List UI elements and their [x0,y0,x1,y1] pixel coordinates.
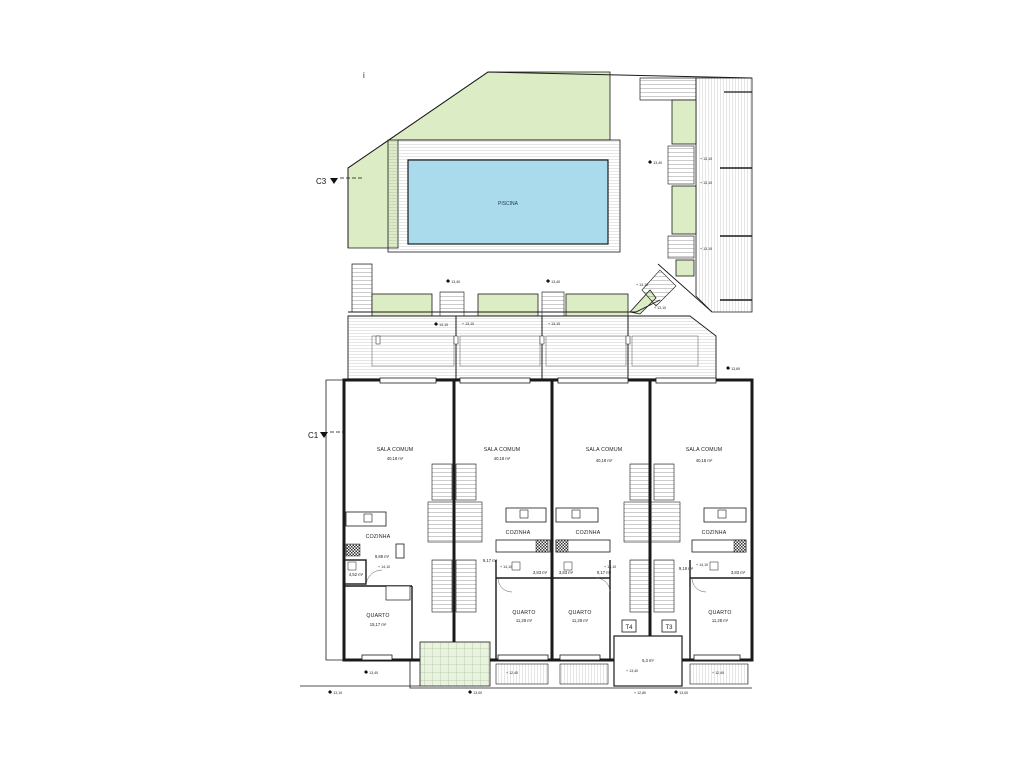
planter [477,293,539,317]
room-area: 3,83 m² [559,570,574,575]
top-stair [639,77,697,101]
front-patio [419,641,491,687]
level-label: + 13,60 [728,367,740,371]
level-label: + 13,10 [462,322,474,326]
level-markers [328,160,730,694]
room-label: COZINHA [702,530,727,536]
planter [371,293,433,317]
side-stair [667,235,695,259]
planter [675,259,695,277]
unit-3: SALA COMUM 40,18 m² COZINHA 9,17 m² 3,83… [559,447,622,623]
level-label: + 13,10 [654,306,666,310]
level-label: + 13,10 [700,181,712,185]
planter [671,99,697,145]
level-label: + 13,40 [626,669,638,673]
level-label: + 13,10 [548,322,560,326]
room-area: 9,17 m² [597,570,612,575]
room-area: 9,88 m² [375,554,390,559]
level-label: + 13,00 [676,691,688,695]
unit-stair [629,463,651,501]
entrance-area: 5,3 m² [642,658,654,663]
level-label: + 14,10 [696,563,708,567]
unit-stair [431,559,453,613]
level-label: + 13,40 [448,280,460,284]
room-area: 4,52 m² [349,572,364,577]
room-area: 9,18 m² [679,566,694,571]
room-label: QUARTO [512,610,535,616]
pool-label: PISCINA [498,201,519,207]
level-label: + 13,40 [548,280,560,284]
level-label: + 14,10 [500,565,512,569]
right-deck [695,77,753,313]
level-label: + 12,40 [712,671,724,675]
level-label: + 13,10 [700,157,712,161]
room-area: 11,28 m² [712,618,729,623]
level-label: + 13,00 [470,691,482,695]
outdoor-area: PISCINA [347,71,753,381]
plot-boundary [347,71,753,248]
unit-stair [623,501,681,543]
room-area: 11,28 m² [572,618,589,623]
section-cut-c3: C3 [316,177,327,186]
unit-stair [629,559,651,613]
level-label: + 13,40 [366,671,378,675]
unit-stair [455,463,477,501]
unit-2: SALA COMUM 40,18 m² COZINHA 9,17 m² 3,83… [483,447,548,623]
room-label: SALA COMUM [377,447,414,453]
level-label: + 12,80 [634,691,646,695]
level-label: + 14,10 [378,565,390,569]
unit-stair [427,501,483,543]
level-label: + 13,10 [700,247,712,251]
room-area: 3,83 m² [731,570,746,575]
room-label: COZINHA [576,530,601,536]
room-area: 40,18 m² [696,458,713,463]
room-label: COZINHA [506,530,531,536]
pool [407,159,609,245]
room-label: QUARTO [366,613,389,619]
room-area: 40,18 m² [387,456,404,461]
room-label: QUARTO [708,610,731,616]
unit-1: SALA COMUM 40,18 m² COZINHA 9,88 m² 4,52… [349,447,413,627]
level-label: + 13,10 [330,691,342,695]
unit-stair [653,559,675,613]
room-area: 40,18 m² [596,458,613,463]
room-label: SALA COMUM [686,447,723,453]
room-label: SALA COMUM [484,447,521,453]
unit-stair [455,559,477,613]
left-stair [351,263,373,313]
unit-4: SALA COMUM 40,18 m² COZINHA 9,18 m² 3,83… [679,447,746,623]
diagonal-stair [641,269,677,307]
mark-label: i [363,71,365,80]
room-area: 40,18 m² [494,456,511,461]
typology-tag-t4: T4 [625,625,633,631]
side-stair [667,145,695,185]
houses-block: T4 T3 5,3 m² [300,377,754,689]
level-label: + 13,40 [650,161,662,165]
room-label: COZINHA [366,534,391,540]
level-label: + 12,40 [506,671,518,675]
section-cut-c1: C1 [308,431,319,440]
level-label: + 13,10 [436,323,448,327]
room-area: 15,17 m² [370,622,387,627]
room-area: 11,28 m² [516,618,533,623]
front-levels: + 13,40 + 12,40 + 13,40 + 12,40 + 13,10 … [330,669,724,695]
wood-deck [347,315,717,381]
planter [565,293,629,317]
room-area: 3,83 m² [533,570,548,575]
room-label: QUARTO [568,610,591,616]
entrance-hall [613,635,683,687]
level-label: + 13,10 [636,283,648,287]
planter [671,185,697,235]
level-label: + 14,10 [604,565,616,569]
unit-stair [431,463,453,501]
room-label: SALA COMUM [586,447,623,453]
unit-stair [653,463,675,501]
typology-tag-t3: T3 [665,625,673,631]
room-area: 9,17 m² [483,558,498,563]
